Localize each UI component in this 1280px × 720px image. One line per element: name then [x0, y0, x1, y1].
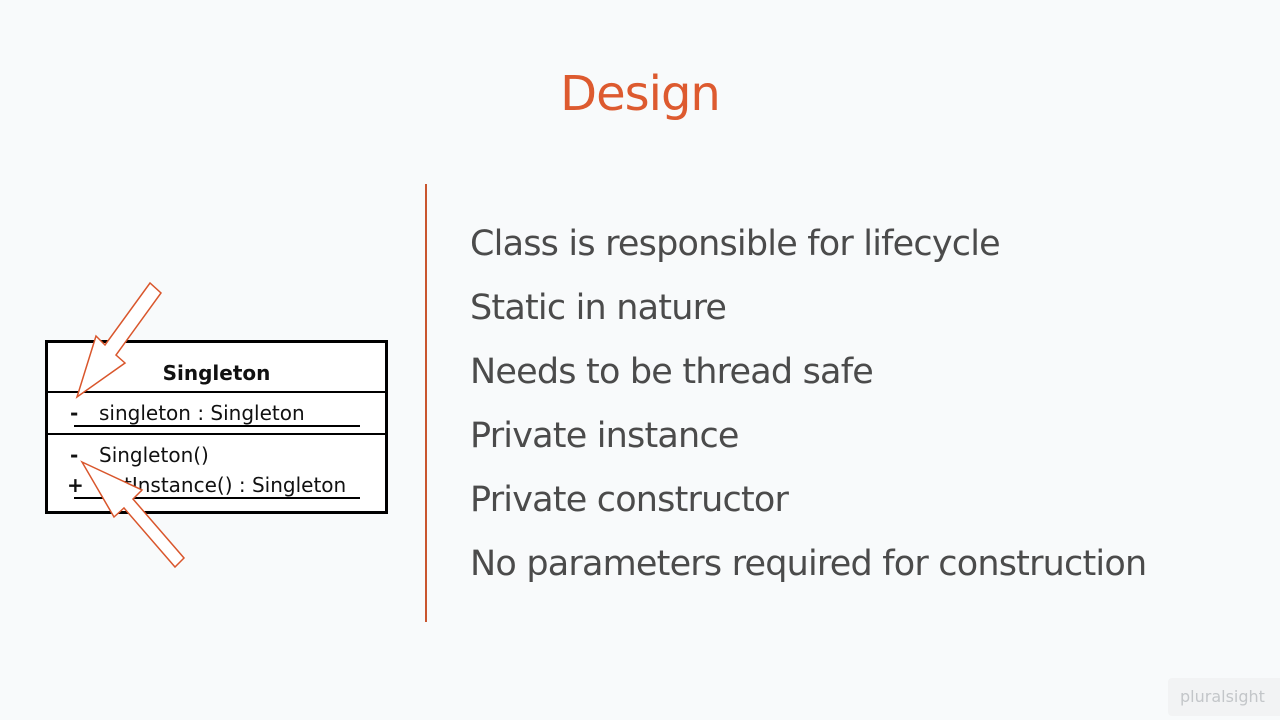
bullet-item: Needs to be thread safe — [470, 352, 874, 392]
vertical-divider — [425, 184, 427, 622]
bullet-item: Private constructor — [470, 480, 789, 520]
pluralsight-logo: pluralsight — [1168, 678, 1280, 716]
bullet-item: Class is responsible for lifecycle — [470, 224, 1001, 264]
uml-operation: getInstance() : Singleton — [99, 473, 347, 497]
visibility-private: - — [70, 443, 79, 467]
bullet-list: Class is responsible for lifecycle Stati… — [470, 222, 1147, 606]
bullet-item: No parameters required for construction — [470, 544, 1147, 584]
uml-class-box: Singleton - singleton : Singleton - Sing… — [45, 340, 388, 514]
visibility-public: + — [67, 473, 84, 497]
bullet-item: Static in nature — [470, 288, 727, 328]
uml-class-name: Singleton — [48, 343, 385, 393]
static-underline — [74, 425, 360, 427]
uml-attribute: singleton : Singleton — [99, 401, 305, 425]
uml-operations-section: - Singleton() + getInstance() : Singleto… — [48, 435, 385, 511]
static-underline — [74, 497, 360, 499]
bullet-item: Private instance — [470, 416, 739, 456]
uml-operation: Singleton() — [99, 443, 209, 467]
uml-attributes-section: - singleton : Singleton — [48, 393, 385, 435]
slide-title: Design — [560, 66, 721, 122]
visibility-private: - — [70, 401, 79, 425]
